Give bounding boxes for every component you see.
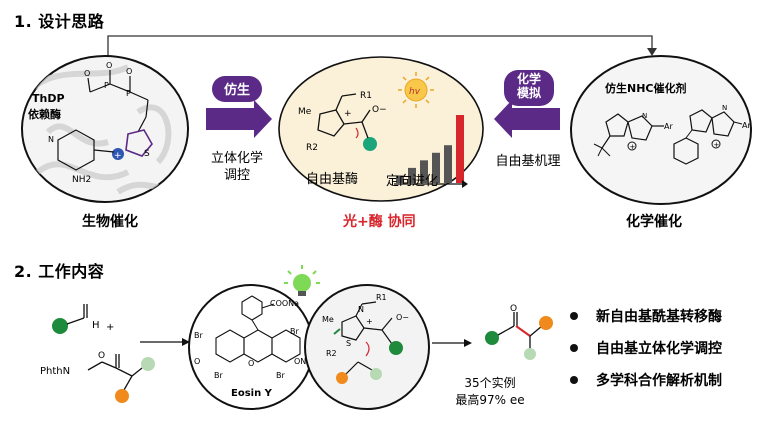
right-arrow	[494, 70, 560, 138]
svg-text:O: O	[98, 351, 105, 361]
svg-text:+: +	[106, 322, 114, 333]
section2-title: 2. 工作内容	[14, 262, 105, 281]
svg-text:R2: R2	[306, 143, 318, 153]
svg-text:N: N	[48, 135, 54, 144]
enzyme-label: 依赖酶	[28, 107, 61, 121]
svg-text:Me: Me	[322, 315, 334, 324]
svg-text:NH2: NH2	[72, 175, 91, 185]
svg-text:O−: O−	[396, 313, 409, 322]
bullet-item: 多学科合作解析机制	[570, 367, 722, 393]
svg-text:ONa: ONa	[294, 357, 311, 366]
reaction-arrow-right	[432, 339, 472, 347]
svg-text:O: O	[248, 359, 254, 368]
lightbulb-icon	[284, 265, 320, 296]
light-sun-icon	[398, 72, 434, 108]
svg-text:Ar: Ar	[664, 122, 673, 131]
svg-text:S: S	[346, 339, 351, 348]
svg-text:+: +	[344, 109, 352, 119]
eosin-name: Eosin Y	[231, 388, 273, 399]
photo-enzyme-label: 光+酶 协同	[343, 214, 416, 230]
nhc-enzyme-circle: Me R1 R2 O− N S +	[304, 284, 430, 410]
biomimetic-badge: 仿生	[223, 83, 250, 98]
directed-evolution-caption: 定向进化	[386, 174, 439, 189]
svg-text:Br: Br	[276, 371, 285, 380]
bar	[432, 152, 440, 183]
reaction-arrow-left	[140, 338, 190, 346]
section1-title: 1. 设计思路	[14, 12, 105, 31]
bar-chart-icon	[396, 115, 464, 183]
bar	[456, 115, 464, 183]
svg-text:Ar: Ar	[742, 121, 751, 130]
svg-text:O: O	[106, 61, 112, 70]
results-ee: 最高97% ee	[455, 393, 525, 407]
thdp-label: ThDP	[32, 92, 65, 105]
svg-text:O: O	[84, 69, 90, 78]
chem-mimic-badge: 化学 模拟	[516, 72, 541, 100]
left-arrow	[206, 76, 272, 138]
svg-text:+: +	[630, 143, 636, 151]
stereo-line2: 调控	[223, 168, 250, 183]
top-connector-arrowhead	[647, 48, 657, 56]
bar	[408, 167, 416, 183]
reagents: H + PhthN O	[40, 304, 155, 403]
svg-text:O: O	[194, 357, 200, 366]
biocatalysis-label: 生物催化	[82, 214, 138, 230]
center-ellipse: hv Me R1 R2 O− +	[278, 56, 484, 202]
nplus-badge	[112, 148, 124, 160]
svg-text:Br: Br	[194, 331, 203, 340]
svg-text:+: +	[714, 141, 720, 149]
svg-text:R1: R1	[360, 91, 372, 101]
stereo-line1: 立体化学	[210, 151, 263, 166]
bar	[444, 145, 452, 183]
top-connector-arrow	[107, 35, 653, 60]
results-count: 35个实例	[464, 376, 516, 390]
svg-text:Me: Me	[298, 107, 312, 117]
svg-text:Br: Br	[290, 327, 299, 336]
bar	[420, 160, 428, 183]
radical-enzyme-caption: 自由基酶	[306, 172, 359, 187]
svg-text:S: S	[144, 149, 150, 159]
svg-text:hv: hv	[409, 87, 421, 97]
svg-text:O: O	[126, 67, 132, 76]
svg-text:R1: R1	[376, 293, 387, 302]
svg-text:N: N	[642, 112, 647, 120]
svg-text:H: H	[92, 320, 100, 331]
svg-text:N: N	[722, 104, 727, 112]
svg-text:PhthN: PhthN	[40, 366, 70, 377]
eosin-circle: COONa Br Br O ONa Br Br O Eosin Y	[188, 284, 314, 410]
bar	[396, 175, 404, 183]
enzyme-circle: O O O P P S + N NH2 ThDP 依赖酶	[21, 55, 189, 203]
svg-text:P: P	[104, 81, 109, 90]
svg-text:N: N	[358, 305, 364, 314]
chemcatalysis-label: 化学催化	[626, 214, 682, 230]
bullet-item: 新自由基酰基转移酶	[570, 303, 722, 329]
nhc-catalyst-title: 仿生NHC催化剂	[605, 82, 687, 95]
svg-text:COONa: COONa	[270, 299, 299, 308]
svg-text:O: O	[510, 304, 517, 314]
svg-text:R2: R2	[326, 349, 337, 358]
nhc-circle: N Ar + Ar N +	[570, 55, 752, 205]
svg-text:P: P	[126, 89, 131, 98]
svg-text:Br: Br	[214, 371, 223, 380]
svg-text:+: +	[366, 317, 373, 326]
svg-text:+: +	[114, 151, 122, 161]
svg-text:O−: O−	[372, 105, 387, 115]
radical-mechanism-caption: 自由基机理	[495, 154, 561, 169]
bullet-item: 自由基立体化学调控	[570, 335, 722, 361]
bullet-list: 新自由基酰基转移酶 自由基立体化学调控 多学科合作解析机制	[570, 303, 722, 393]
product: O	[485, 304, 553, 360]
